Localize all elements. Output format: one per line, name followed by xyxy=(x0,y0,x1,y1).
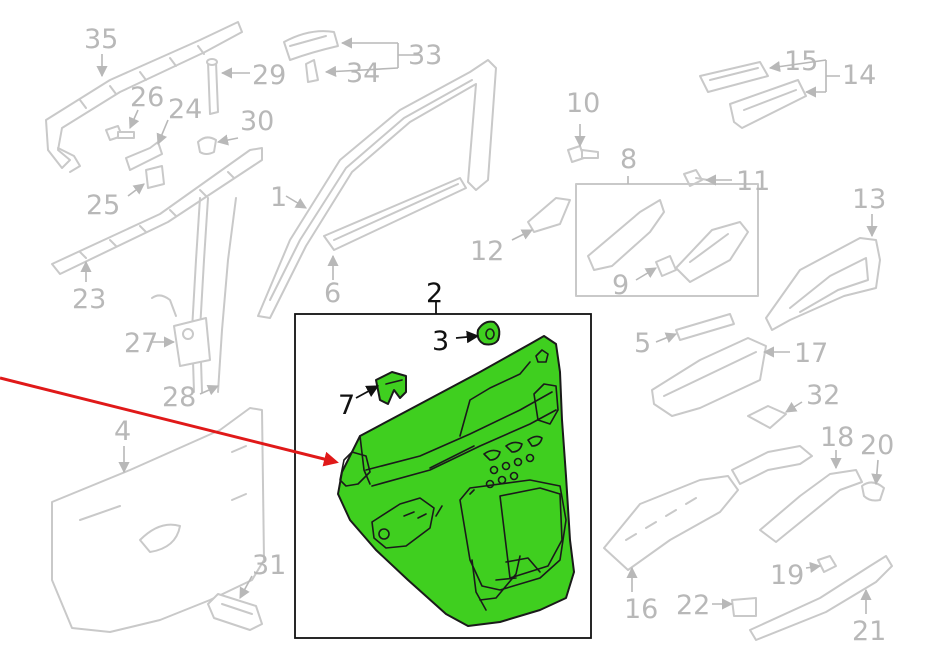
part-21-lower-strip[interactable] xyxy=(749,555,893,641)
label-13[interactable]: 13 xyxy=(852,184,886,215)
part-12-insert[interactable] xyxy=(527,197,571,233)
part-25-block[interactable] xyxy=(145,165,165,189)
part-8-handle-group[interactable] xyxy=(575,183,759,297)
part-23-lower-rail[interactable] xyxy=(51,147,263,275)
label-17[interactable]: 17 xyxy=(794,338,828,369)
part-6-trim-strip[interactable] xyxy=(323,177,467,251)
label-35[interactable]: 35 xyxy=(84,24,118,55)
part-14-switch-housing[interactable] xyxy=(729,79,807,129)
label-1[interactable]: 1 xyxy=(270,182,287,213)
part-20-cap[interactable] xyxy=(861,481,885,502)
label-26[interactable]: 26 xyxy=(130,82,164,113)
part-31-switch-bezel[interactable] xyxy=(207,593,263,631)
part-32-clip[interactable] xyxy=(747,405,787,429)
label-4[interactable]: 4 xyxy=(114,416,131,447)
part-30-grommet[interactable] xyxy=(197,136,217,155)
part-19-screw[interactable] xyxy=(817,555,837,573)
part-2-assembly-box xyxy=(294,313,592,639)
label-27[interactable]: 27 xyxy=(124,328,158,359)
label-5[interactable]: 5 xyxy=(634,328,651,359)
label-34[interactable]: 34 xyxy=(346,58,380,89)
part-15-switch[interactable] xyxy=(699,61,769,93)
part-3-grommet[interactable] xyxy=(476,320,501,346)
door-trim-panel-body[interactable] xyxy=(337,335,575,627)
label-33[interactable]: 33 xyxy=(408,40,442,71)
part-2-highlight-group xyxy=(294,302,592,639)
label-8[interactable]: 8 xyxy=(620,144,637,175)
label-28[interactable]: 28 xyxy=(162,382,196,413)
part-18-pull-handle[interactable] xyxy=(731,445,863,543)
label-15[interactable]: 15 xyxy=(784,46,818,77)
label-31[interactable]: 31 xyxy=(252,550,286,581)
part-16-switch-panel[interactable] xyxy=(603,475,739,571)
part-24-bracket[interactable] xyxy=(125,141,163,171)
label-9[interactable]: 9 xyxy=(612,270,629,301)
part-4-inner-panel[interactable] xyxy=(51,407,265,633)
label-29[interactable]: 29 xyxy=(252,60,286,91)
part-26-bolt[interactable] xyxy=(105,125,135,141)
label-2[interactable]: 2 xyxy=(426,278,443,309)
part-10-bolt[interactable] xyxy=(567,145,599,163)
part-5-strip[interactable] xyxy=(675,313,735,341)
label-16[interactable]: 16 xyxy=(624,594,658,625)
label-30[interactable]: 30 xyxy=(240,106,274,137)
part-22-clip[interactable] xyxy=(731,597,757,617)
label-12[interactable]: 12 xyxy=(470,236,504,267)
label-23[interactable]: 23 xyxy=(72,284,106,315)
label-6[interactable]: 6 xyxy=(324,278,341,309)
label-19[interactable]: 19 xyxy=(770,560,804,591)
label-7[interactable]: 7 xyxy=(338,390,355,421)
part-33-cap[interactable] xyxy=(283,30,339,61)
label-18[interactable]: 18 xyxy=(820,422,854,453)
callout-labels: 35 29 33 34 26 24 30 25 23 27 28 1 6 12 … xyxy=(72,24,894,647)
label-25[interactable]: 25 xyxy=(86,190,120,221)
part-17-armrest[interactable] xyxy=(651,337,767,417)
label-14[interactable]: 14 xyxy=(842,60,876,91)
part-34-plug[interactable] xyxy=(305,59,319,83)
label-32[interactable]: 32 xyxy=(806,380,840,411)
label-22[interactable]: 22 xyxy=(676,590,710,621)
callout-arrow xyxy=(0,376,339,467)
part-2-door-trim-panel[interactable] xyxy=(337,335,575,627)
leader-7 xyxy=(355,385,380,399)
part-1-door-frame[interactable] xyxy=(257,59,497,319)
faded-leaders xyxy=(80,37,883,614)
label-24[interactable]: 24 xyxy=(168,94,202,125)
part-13-handle-bezel[interactable] xyxy=(765,237,881,331)
label-21[interactable]: 21 xyxy=(852,616,886,647)
part-29-pin[interactable] xyxy=(206,58,219,115)
leader-3 xyxy=(455,330,480,344)
label-11[interactable]: 11 xyxy=(736,166,770,197)
part-27-regulator[interactable] xyxy=(151,294,211,367)
label-10[interactable]: 10 xyxy=(566,88,600,119)
part-7-clip[interactable] xyxy=(375,371,407,405)
label-20[interactable]: 20 xyxy=(860,430,894,461)
part-35-rail[interactable] xyxy=(45,21,243,173)
label-3[interactable]: 3 xyxy=(432,326,449,357)
